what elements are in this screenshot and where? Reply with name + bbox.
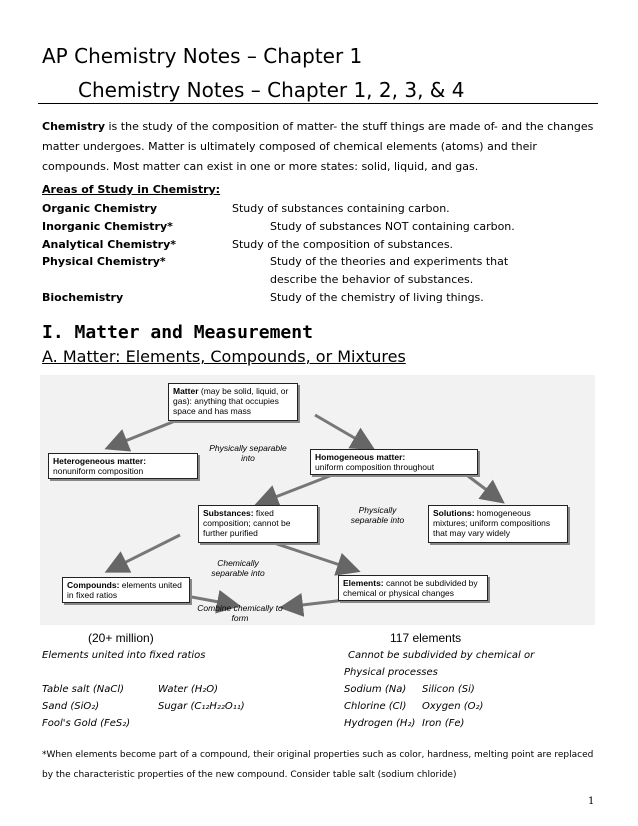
area-name-biochemistry: Biochemistry bbox=[42, 291, 124, 304]
element-example: Silicon (Si) bbox=[422, 684, 475, 695]
matter-box-text: (may be solid, liquid, or gas): anything… bbox=[173, 386, 289, 416]
area-desc-biochemistry: Study of the chemistry of living things. bbox=[270, 291, 484, 304]
area-desc-inorganic: Study of substances NOT containing carbo… bbox=[270, 220, 515, 233]
title-rule bbox=[38, 103, 598, 104]
compounds-box: Compounds: elements united in fixed rati… bbox=[62, 577, 190, 603]
heterogeneous-box-title: Heterogeneous matter: bbox=[53, 456, 147, 466]
solutions-box: Solutions: homogeneous mixtures; uniform… bbox=[428, 505, 568, 543]
footnote: *When elements become part of a compound… bbox=[42, 750, 594, 780]
element-example: Oxygen (O₂) bbox=[422, 701, 484, 712]
intro-term: Chemistry bbox=[42, 120, 105, 133]
area-name-analytical: Analytical Chemistry* bbox=[42, 238, 177, 251]
homogeneous-box: Homogeneous matter:uniform composition t… bbox=[310, 449, 478, 475]
elements-definition-1: Cannot be subdivided by chemical or bbox=[348, 650, 535, 661]
label-physically-separable-1: Physically separable into bbox=[209, 443, 287, 463]
element-example: Iron (Fe) bbox=[422, 718, 465, 729]
substances-box-title: Substances: bbox=[203, 508, 254, 518]
title-line-2: Chemistry Notes – Chapter 1, 2, 3, & 4 bbox=[78, 78, 465, 102]
label-combine-chemically: Combine chemically to form bbox=[197, 603, 283, 623]
element-example: Sodium (Na) bbox=[344, 684, 407, 695]
elements-count: 117 elements bbox=[390, 631, 462, 645]
compounds-definition: Elements united into fixed ratios bbox=[42, 650, 206, 661]
compounds-box-title: Compounds: bbox=[67, 580, 120, 590]
area-desc-physical-cont: describe the behavior of substances. bbox=[270, 273, 474, 286]
intro-paragraph: Chemistry is the study of the compositio… bbox=[42, 117, 597, 177]
heterogeneous-box: Heterogeneous matter:nonuniform composit… bbox=[48, 453, 198, 479]
page-number: 1 bbox=[588, 796, 595, 807]
area-name-inorganic: Inorganic Chemistry* bbox=[42, 220, 173, 233]
elements-box-text: cannot be subdivided by chemical or phys… bbox=[343, 578, 478, 598]
compound-example: Fool's Gold (FeS₂) bbox=[42, 718, 131, 729]
solutions-box-text: homogeneous mixtures; uniform compositio… bbox=[433, 508, 551, 538]
solutions-box-title: Solutions: bbox=[433, 508, 475, 518]
heterogeneous-box-text: nonuniform composition bbox=[53, 466, 144, 476]
compound-example: Water (H₂O) bbox=[158, 684, 219, 695]
matter-box-title: Matter bbox=[173, 386, 199, 396]
compounds-count: (20+ million) bbox=[88, 631, 154, 645]
compounds-box-text: elements united in fixed ratios bbox=[67, 580, 182, 600]
area-desc-organic: Study of substances containing carbon. bbox=[232, 202, 450, 215]
area-name-physical: Physical Chemistry* bbox=[42, 255, 166, 268]
section-heading: I. Matter and Measurement bbox=[42, 322, 313, 343]
substances-box-text: fixed composition; cannot be further pur… bbox=[203, 508, 291, 538]
elements-definition-2: Physical processes bbox=[344, 667, 438, 678]
area-name-organic: Organic Chemistry bbox=[42, 202, 158, 215]
compound-example: Sand (SiO₂) bbox=[42, 701, 100, 712]
element-example: Chlorine (Cl) bbox=[344, 701, 407, 712]
label-chemically-separable: Chemically separable into bbox=[211, 558, 265, 578]
title-line-1: AP Chemistry Notes – Chapter 1 bbox=[42, 44, 363, 68]
areas-heading: Areas of Study in Chemistry: bbox=[42, 183, 221, 196]
element-example: Hydrogen (H₂) bbox=[344, 718, 416, 729]
elements-box: Elements: cannot be subdivided by chemic… bbox=[338, 575, 488, 601]
compound-example: Sugar (C₁₂H₂₂O₁₁) bbox=[158, 701, 245, 712]
elements-box-title: Elements: bbox=[343, 578, 384, 588]
matter-classification-diagram: Matter (may be solid, liquid, or gas): a… bbox=[40, 375, 595, 625]
label-physically-separable-2: Physically separable into bbox=[350, 505, 405, 525]
matter-box: Matter (may be solid, liquid, or gas): a… bbox=[168, 383, 298, 421]
homogeneous-box-title: Homogeneous matter: bbox=[315, 452, 406, 462]
section-subheading: A. Matter: Elements, Compounds, or Mixtu… bbox=[42, 347, 406, 366]
intro-text: is the study of the composition of matte… bbox=[42, 120, 594, 173]
substances-box: Substances: fixed composition; cannot be… bbox=[198, 505, 318, 543]
homogeneous-box-text: uniform composition throughout bbox=[315, 462, 435, 472]
area-desc-physical: Study of the theories and experiments th… bbox=[270, 255, 509, 268]
area-desc-analytical: Study of the composition of substances. bbox=[232, 238, 454, 251]
compound-example: Table salt (NaCl) bbox=[42, 684, 125, 695]
